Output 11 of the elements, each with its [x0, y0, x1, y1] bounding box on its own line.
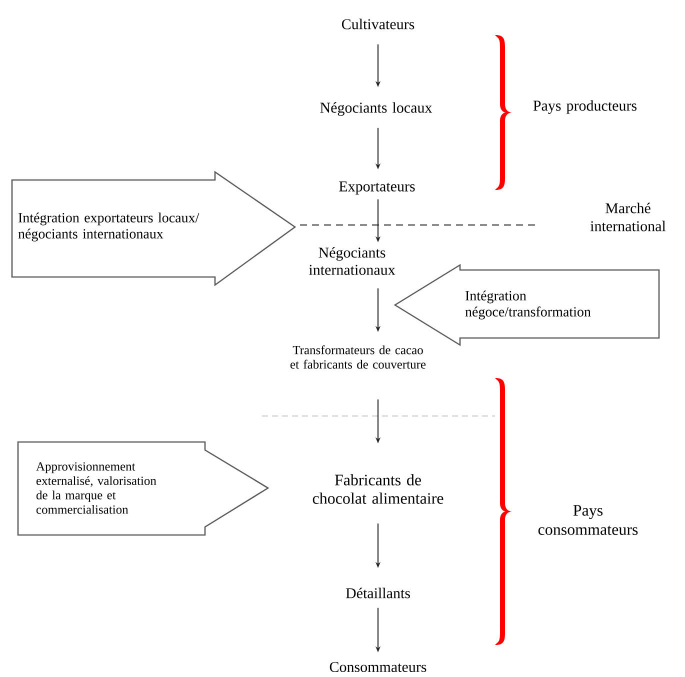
stage-label: Cultivateurs — [342, 18, 414, 30]
stage-label: Fabricants de chocolat alimentaire — [312, 474, 444, 504]
region-label: Pays producteurs — [533, 100, 637, 114]
stage-label: Transformateurs de cacao et fabricants de couverture — [290, 345, 426, 369]
region-label: Marché international — [590, 202, 666, 232]
stage-label: Négociants internationaux — [309, 247, 396, 275]
stage-label: Exportateurs — [339, 182, 415, 195]
stage-label: Négociants locaux — [320, 102, 432, 116]
stage-label: Détaillants — [346, 588, 410, 598]
stage-label: Consommateurs — [330, 662, 426, 672]
region-label: Pays consommateurs — [538, 505, 638, 535]
